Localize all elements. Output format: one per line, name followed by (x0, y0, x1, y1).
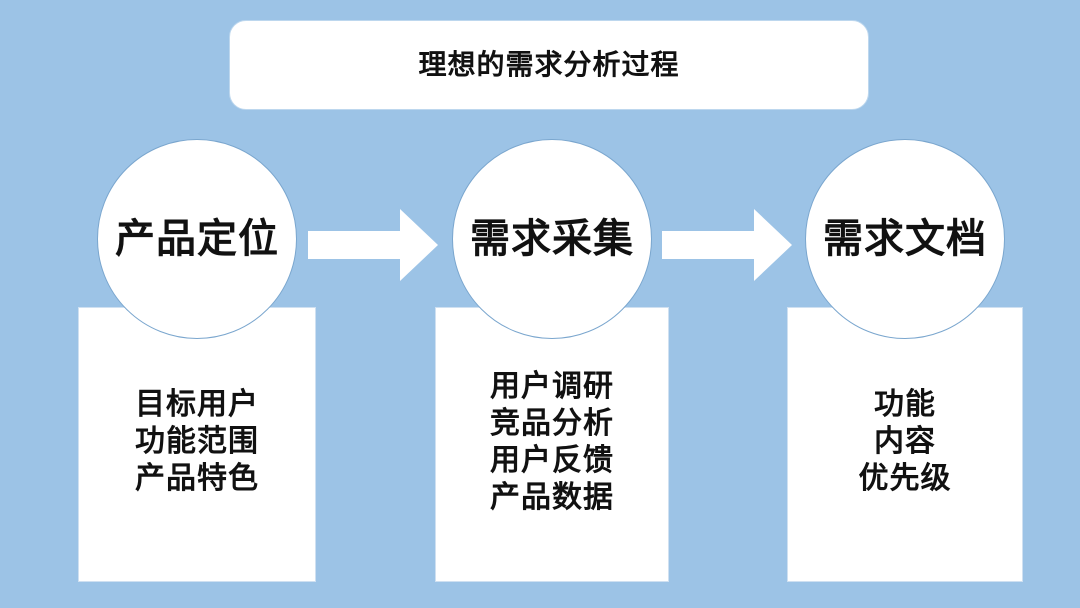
stage-3-detail-list: 功能 内容 优先级 (788, 308, 1022, 497)
stage-2-circle: 需求采集 (452, 139, 652, 339)
stage-2-label: 需求采集 (470, 217, 634, 261)
list-item: 目标用户 (135, 388, 259, 421)
list-item: 内容 (874, 425, 936, 458)
stage-2-detail-box: 用户调研 竞品分析 用户反馈 产品数据 (435, 307, 669, 582)
right-block-arrow-icon (662, 209, 792, 281)
list-item: 优先级 (858, 462, 952, 495)
list-item: 产品数据 (490, 481, 614, 514)
stage-3-label: 需求文档 (823, 217, 987, 261)
list-item: 用户反馈 (490, 444, 614, 477)
list-item: 用户调研 (490, 370, 614, 403)
stage-3-circle: 需求文档 (805, 139, 1005, 339)
list-item: 竞品分析 (490, 407, 614, 440)
page-title: 理想的需求分析过程 (418, 49, 680, 80)
right-block-arrow-icon (308, 209, 438, 281)
stage-3-detail-box: 功能 内容 优先级 (787, 307, 1023, 582)
list-item: 功能 (874, 388, 936, 421)
stage-1-circle: 产品定位 (97, 139, 297, 339)
slide-title-box: 理想的需求分析过程 (229, 20, 869, 110)
list-item: 功能范围 (135, 425, 259, 458)
stage-2-detail-list: 用户调研 竞品分析 用户反馈 产品数据 (436, 308, 668, 516)
stage-1-detail-box: 目标用户 功能范围 产品特色 (78, 307, 316, 582)
list-item: 产品特色 (135, 462, 259, 495)
stage-1-label: 产品定位 (115, 217, 279, 261)
stage-1-detail-list: 目标用户 功能范围 产品特色 (79, 308, 315, 497)
